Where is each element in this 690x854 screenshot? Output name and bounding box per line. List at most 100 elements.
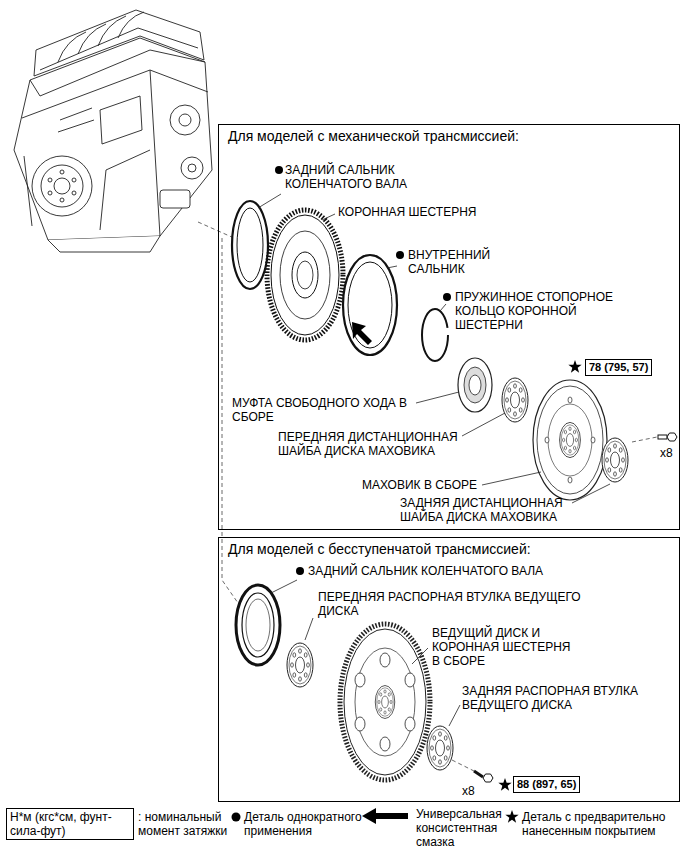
engine-illustration — [72, 191, 76, 195]
leader-line — [416, 392, 459, 403]
cvt-rear-oil-seal — [236, 585, 280, 665]
engine-illustration — [179, 114, 191, 126]
bolt — [667, 433, 677, 441]
engine-illustration — [14, 10, 212, 252]
torque-box: 78 (795, 57) — [585, 359, 652, 376]
panel-heading: Для моделей с бесступенчатой трансмиссие… — [219, 538, 679, 558]
front-drive-plate-spacer — [287, 643, 313, 687]
rear-drive-plate-spacer — [427, 726, 453, 770]
drive-plate — [344, 629, 426, 775]
flywheel — [568, 477, 572, 483]
legend-text: : номинальный момент затяжки — [138, 810, 236, 838]
drive-plate — [355, 717, 365, 731]
single-use-dot — [275, 166, 283, 174]
engine-illustration — [150, 70, 160, 236]
quantity-label: x8 — [660, 446, 673, 460]
drive-plate — [405, 717, 415, 731]
one-way-clutch — [458, 358, 492, 412]
rear-drive-plate-spacer — [427, 726, 453, 770]
engine-illustration — [48, 178, 52, 182]
engine-illustration — [188, 164, 196, 172]
ring-gear — [297, 261, 313, 289]
part-label: КОРОННАЯ ШЕСТЕРНЯ — [338, 205, 538, 219]
part-label: ПЕРЕДНЯЯ РАСПОРНАЯ ВТУЛКА ВЕДУЩЕГО ДИСКА — [318, 590, 613, 618]
part-label: ВЕДУЩИЙ ДИСК И КОРОННАЯ ШЕСТЕРНЯ В СБОРЕ — [432, 626, 578, 668]
engine-illustration — [48, 236, 160, 252]
leader-line — [387, 266, 397, 268]
drive-plate — [355, 673, 365, 687]
legend-text: Деталь однократного применения — [244, 810, 372, 838]
pre-coated-star — [568, 360, 581, 373]
dashed-guide-line — [452, 760, 474, 771]
dashed-guide-line — [632, 437, 657, 442]
inner-oil-seal — [343, 255, 397, 355]
legend-text: Универсальная консистентная смазка — [416, 807, 508, 849]
single-use-dot — [396, 251, 404, 259]
engine-illustration — [24, 150, 150, 230]
snap-ring — [422, 309, 448, 361]
part-label: ПЕРЕДНЯЯ ДИСТАНЦИОННАЯ ШАЙБА ДИСКА МАХОВ… — [278, 430, 478, 458]
engine-illustration — [48, 191, 52, 195]
pre-coated-star — [568, 360, 581, 373]
part-label: ЗАДНИЙ САЛЬНИК КОЛЕНЧАТОГО ВАЛА — [308, 564, 608, 578]
cvt-rear-oil-seal — [236, 585, 280, 665]
leader-line — [271, 580, 297, 593]
engine-illustration — [72, 178, 76, 182]
torque-box: 88 (897, 65) — [513, 776, 580, 793]
leader-line — [412, 648, 428, 664]
dashed-guide-line — [198, 222, 234, 238]
legend-symbol — [505, 810, 518, 823]
bolt — [483, 774, 493, 782]
flywheel — [568, 397, 572, 403]
manual-rear-oil-seal — [232, 201, 268, 289]
part-label: ПРУЖИННОЕ СТОПОРНОЕ КОЛЬЦО КОРОННОЙ ШЕСТ… — [455, 290, 630, 332]
legend-symbol — [362, 808, 408, 824]
part-label: ЗАДНЯЯ РАСПОРНАЯ ВТУЛКА ВЕДУЩЕГО ДИСКА — [462, 684, 662, 712]
drive-plate — [355, 648, 415, 756]
part-label: ЗАДНИЙ САЛЬНИК КОЛЕНЧАТОГО ВАЛА — [285, 163, 450, 191]
snap-ring — [422, 309, 448, 361]
engine-illustration — [60, 170, 64, 174]
drive-plate — [380, 737, 390, 751]
leader-line — [462, 413, 505, 436]
engine-illustration — [58, 12, 144, 62]
grease-arrow — [352, 322, 372, 345]
leader-line — [440, 304, 446, 311]
flywheel — [545, 437, 549, 443]
one-way-clutch — [464, 367, 486, 403]
torque-value: 88 (897, 65) — [517, 778, 576, 791]
single-use-dot — [296, 567, 304, 575]
grease-arrow — [352, 322, 372, 345]
rear-spacer — [602, 438, 628, 482]
single-use-dot — [443, 293, 451, 301]
ring-gear — [267, 210, 343, 340]
leader-line — [482, 472, 541, 485]
one-way-clutch — [469, 375, 481, 395]
bolt — [474, 771, 483, 777]
drive-plate — [340, 624, 430, 780]
leader-line — [572, 484, 610, 503]
cvt-rear-oil-seal — [242, 593, 274, 657]
inner-oil-seal — [343, 255, 397, 355]
manual-rear-oil-seal — [237, 208, 263, 282]
engine-illustration — [170, 105, 200, 135]
drive-plate — [405, 673, 415, 687]
engine-illustration — [58, 108, 94, 132]
drive-plate — [380, 653, 390, 667]
engine-illustration — [41, 165, 83, 207]
flywheel — [533, 380, 607, 500]
pre-coated-star — [498, 778, 511, 791]
leader-line — [258, 194, 281, 208]
legend-symbol — [232, 813, 241, 822]
ring-gear — [271, 215, 339, 335]
engine-illustration — [40, 28, 198, 70]
front-spacer — [502, 378, 528, 422]
flywheel — [591, 437, 595, 443]
leader-line — [258, 194, 610, 726]
part-label: ВНУТРЕННИЙ САЛЬНИК — [408, 248, 518, 276]
pre-coated-star — [498, 778, 511, 791]
drive-plate — [340, 624, 430, 780]
manual-rear-oil-seal — [232, 201, 268, 289]
cvt-rear-oil-seal — [246, 599, 270, 651]
